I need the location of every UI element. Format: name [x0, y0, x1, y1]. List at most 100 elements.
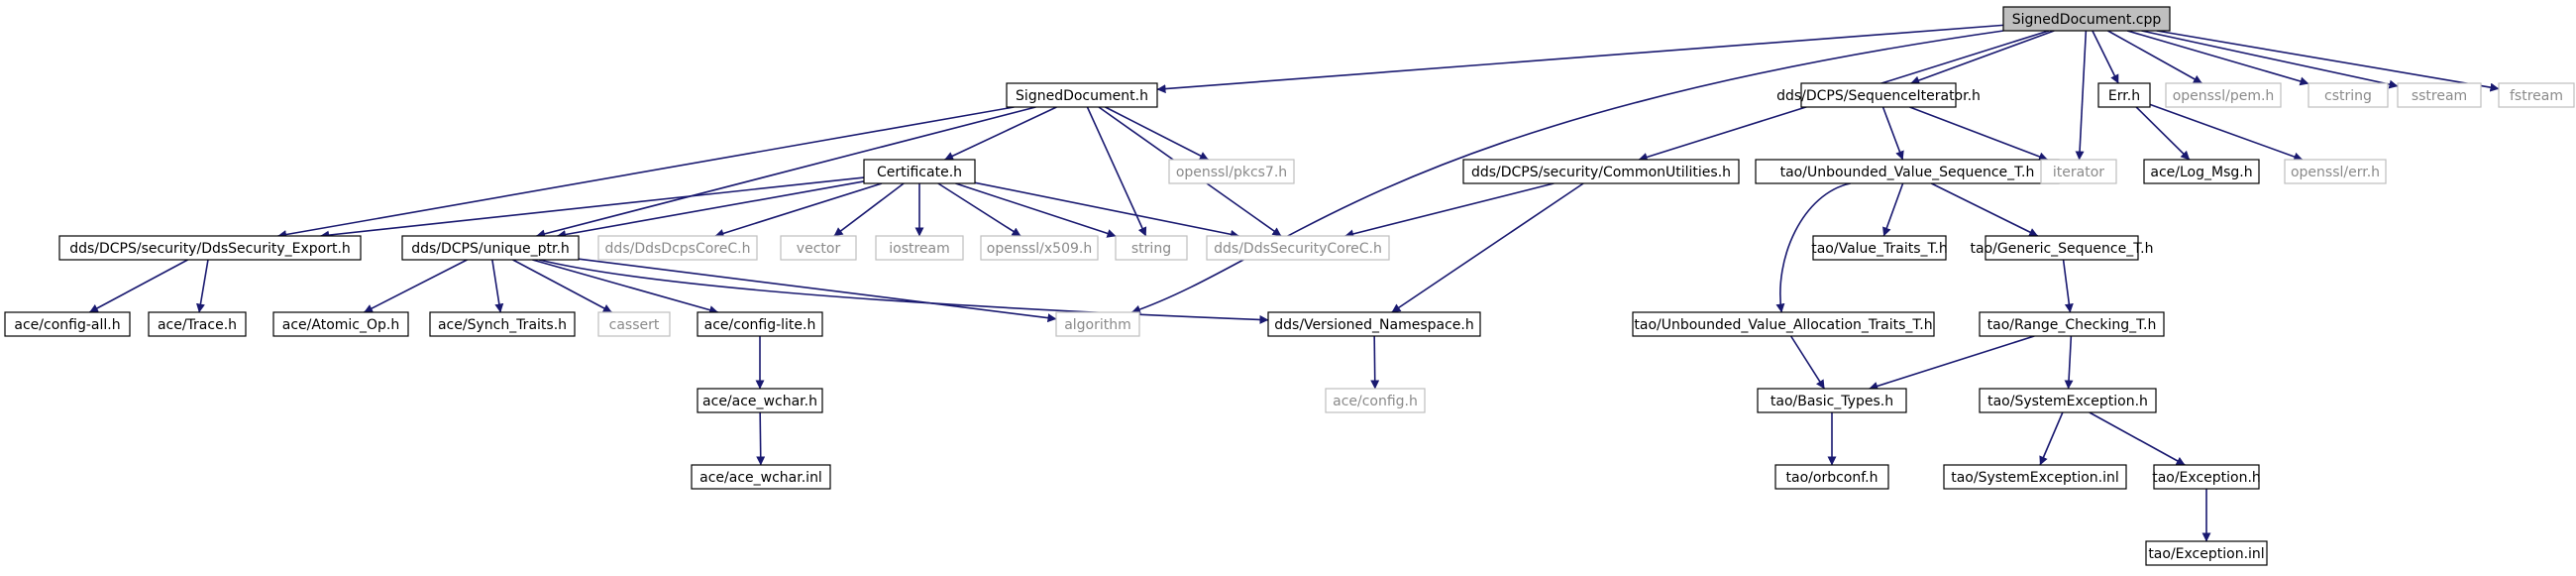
node-tao-unbounded-value-allocation-traits-t-h[interactable]: tao/Unbounded_Value_Allocation_Traits_T.…: [1632, 311, 1935, 337]
node-label: ace/Trace.h: [158, 317, 237, 333]
edge-signeddocument-cpp-to-signeddocument-h: [1156, 24, 2004, 94]
edge-signeddocument-h-to-dds-dcps-security-ddssecurity-export-h: [277, 106, 1015, 239]
node-ace-config-lite-h[interactable]: ace/config-lite.h: [697, 311, 823, 337]
node-label: SignedDocument.h: [1016, 88, 1148, 104]
edge-tao-unbounded-value-sequence-t-h-to-tao-value-traits-t-h: [1882, 182, 1904, 237]
node-label: SignedDocument.cpp: [2012, 12, 2162, 28]
node-box: [1755, 159, 2060, 184]
edge-signeddocument-cpp-to-fstream: [2156, 30, 2500, 92]
edge-dds-dcps-security-ddssecurity-export-h-to-ace-trace-h: [196, 259, 209, 313]
node-label: iterator: [2053, 165, 2104, 180]
node-label: openssl/x509.h: [987, 241, 1092, 257]
node-box: [1115, 235, 1188, 261]
node-ace-synch-traits-h[interactable]: ace/Synch_Traits.h: [429, 311, 576, 337]
node-box: [2308, 82, 2389, 108]
node-signeddocument-h[interactable]: SignedDocument.h: [1006, 82, 1158, 108]
node-box: [980, 235, 1099, 261]
node-tao-exception-h[interactable]: tao/Exception.h: [2152, 464, 2261, 490]
node-ace-ace-wchar-h[interactable]: ace/ace_wchar.h: [697, 388, 823, 413]
node-box: [2397, 82, 2482, 108]
node-box: [429, 311, 576, 337]
edge-certificate-h-to-string: [955, 182, 1117, 238]
node-dds-ddsdcpscorec-h: dds/DdsDcpsCoreC.h: [597, 235, 758, 261]
node-label: dds/DCPS/security/CommonUtilities.h: [1471, 165, 1731, 180]
node-label: tao/SystemException.inl: [1951, 470, 2119, 486]
node-box: [2165, 82, 2282, 108]
edge-tao-range-checking-t-h-to-tao-systemexception-h: [2064, 335, 2074, 390]
node-label: tao/Basic_Types.h: [1771, 394, 1893, 409]
node-box: [1979, 311, 2165, 337]
edge-dds-dcps-sequenceiterator-h-to-tao-unbounded-value-sequence-t-h: [1881, 106, 1904, 161]
node-tao-systemexception-h[interactable]: tao/SystemException.h: [1979, 388, 2157, 413]
node-box: [1006, 82, 1158, 108]
node-box: [1800, 82, 1957, 108]
node-dds-dcps-security-ddssecurity-export-h[interactable]: dds/DCPS/security/DdsSecurity_Export.h: [58, 235, 362, 261]
node-fstream: fstream: [2498, 82, 2575, 108]
node-tao-basic-types-h[interactable]: tao/Basic_Types.h: [1757, 388, 1907, 413]
node-box: [2143, 159, 2260, 184]
edge-dds-dcps-unique-ptr-h-to-cassert: [512, 259, 612, 313]
edge-signeddocument-cpp-to-openssl-pem-h: [2107, 30, 2202, 84]
node-certificate-h[interactable]: Certificate.h: [863, 159, 976, 184]
node-signeddocument-cpp[interactable]: SignedDocument.cpp: [2002, 6, 2171, 32]
node-box: [863, 159, 976, 184]
node-openssl-pkcs7-h: openssl/pkcs7.h: [1168, 159, 1295, 184]
node-tao-systemexception-inl[interactable]: tao/SystemException.inl: [1943, 464, 2127, 490]
edge-certificate-h-to-dds-ddsdcpscorec-h: [714, 182, 883, 238]
node-label: openssl/pkcs7.h: [1176, 165, 1287, 180]
edge-tao-unbounded-value-sequence-t-h-to-tao-unbounded-value-allocation-traits-t-h: [1775, 182, 1851, 313]
edge-dds-dcps-unique-ptr-h-to-ace-atomic-op-h: [364, 259, 468, 313]
node-dds-dcps-unique-ptr-h[interactable]: dds/DCPS/unique_ptr.h: [401, 235, 580, 261]
node-ace-trace-h[interactable]: ace/Trace.h: [148, 311, 247, 337]
node-box: [780, 235, 857, 261]
node-dds-versioned-namespace-h[interactable]: dds/Versioned_Namespace.h: [1267, 311, 1481, 337]
node-tao-range-checking-t-h[interactable]: tao/Range_Checking_T.h: [1979, 311, 2165, 337]
node-tao-orbconf-h[interactable]: tao/orbconf.h: [1774, 464, 1889, 490]
node-label: ace/ace_wchar.h: [702, 394, 817, 409]
edge-dds-dcps-security-commonutilities-h-to-dds-ddssecuritycorec-h: [1344, 182, 1555, 239]
node-label: vector: [797, 241, 841, 257]
edge-dds-dcps-security-ddssecurity-export-h-to-ace-config-all-h: [89, 259, 188, 313]
node-label: tao/orbconf.h: [1786, 470, 1878, 486]
node-label: ace/config-all.h: [14, 317, 120, 333]
node-tao-exception-inl[interactable]: tao/Exception.inl: [2145, 540, 2268, 566]
node-label: openssl/pem.h: [2173, 88, 2275, 104]
node-label: Err.h: [2108, 88, 2140, 104]
node-box: [58, 235, 362, 261]
node-box: [1055, 311, 1140, 337]
node-label: string: [1131, 241, 1171, 257]
node-tao-unbounded-value-sequence-t-h[interactable]: tao/Unbounded_Value_Sequence_T.h: [1755, 159, 2060, 184]
node-ace-config-all-h[interactable]: ace/config-all.h: [4, 311, 131, 337]
edge-signeddocument-h-to-string: [1086, 106, 1147, 237]
node-label: ace/Log_Msg.h: [2150, 165, 2252, 180]
node-cassert: cassert: [597, 311, 671, 337]
node-box: [2097, 82, 2151, 108]
node-label: ace/config.h: [1333, 394, 1418, 409]
node-tao-generic-sequence-t-h[interactable]: tao/Generic_Sequence_T.h: [1971, 235, 2154, 261]
node-dds-dcps-sequenceiterator-h[interactable]: dds/DCPS/SequenceIterator.h: [1776, 82, 1981, 108]
edge-signeddocument-h-to-openssl-pkcs7-h: [1105, 106, 1209, 161]
node-box: [2002, 6, 2171, 32]
node-ace-log-msg-h[interactable]: ace/Log_Msg.h: [2143, 159, 2260, 184]
node-label: tao/Unbounded_Value_Allocation_Traits_T.…: [1634, 317, 1932, 333]
edge-certificate-h-to-vector: [833, 182, 905, 237]
node-ace-ace-wchar-inl[interactable]: ace/ace_wchar.inl: [691, 464, 831, 490]
node-label: ace/config-lite.h: [704, 317, 816, 333]
edge-certificate-h-to-dds-dcps-unique-ptr-h: [557, 180, 865, 239]
node-dds-dcps-security-commonutilities-h[interactable]: dds/DCPS/security/CommonUtilities.h: [1462, 159, 1740, 184]
edge-tao-systemexception-h-to-tao-exception-h: [2089, 411, 2186, 466]
node-box: [597, 311, 671, 337]
node-label: sstream: [2412, 88, 2467, 104]
node-ace-atomic-op-h[interactable]: ace/Atomic_Op.h: [272, 311, 409, 337]
node-label: iostream: [889, 241, 950, 257]
edge-dds-dcps-security-commonutilities-h-to-dds-versioned-namespace-h: [1391, 182, 1584, 313]
node-label: tao/Value_Traits_T.h: [1811, 241, 1948, 257]
edge-tao-unbounded-value-allocation-traits-t-h-to-tao-basic-types-h: [1789, 335, 1826, 390]
node-box: [1943, 464, 2127, 490]
node-err-h[interactable]: Err.h: [2097, 82, 2151, 108]
edge-tao-unbounded-value-sequence-t-h-to-tao-generic-sequence-t-h: [1930, 182, 2039, 237]
edge-err-h-to-ace-log-msg-h: [2135, 106, 2191, 161]
node-tao-value-traits-t-h[interactable]: tao/Value_Traits_T.h: [1811, 235, 1948, 261]
edge-dds-dcps-unique-ptr-h-to-ace-synch-traits-h: [491, 259, 504, 313]
